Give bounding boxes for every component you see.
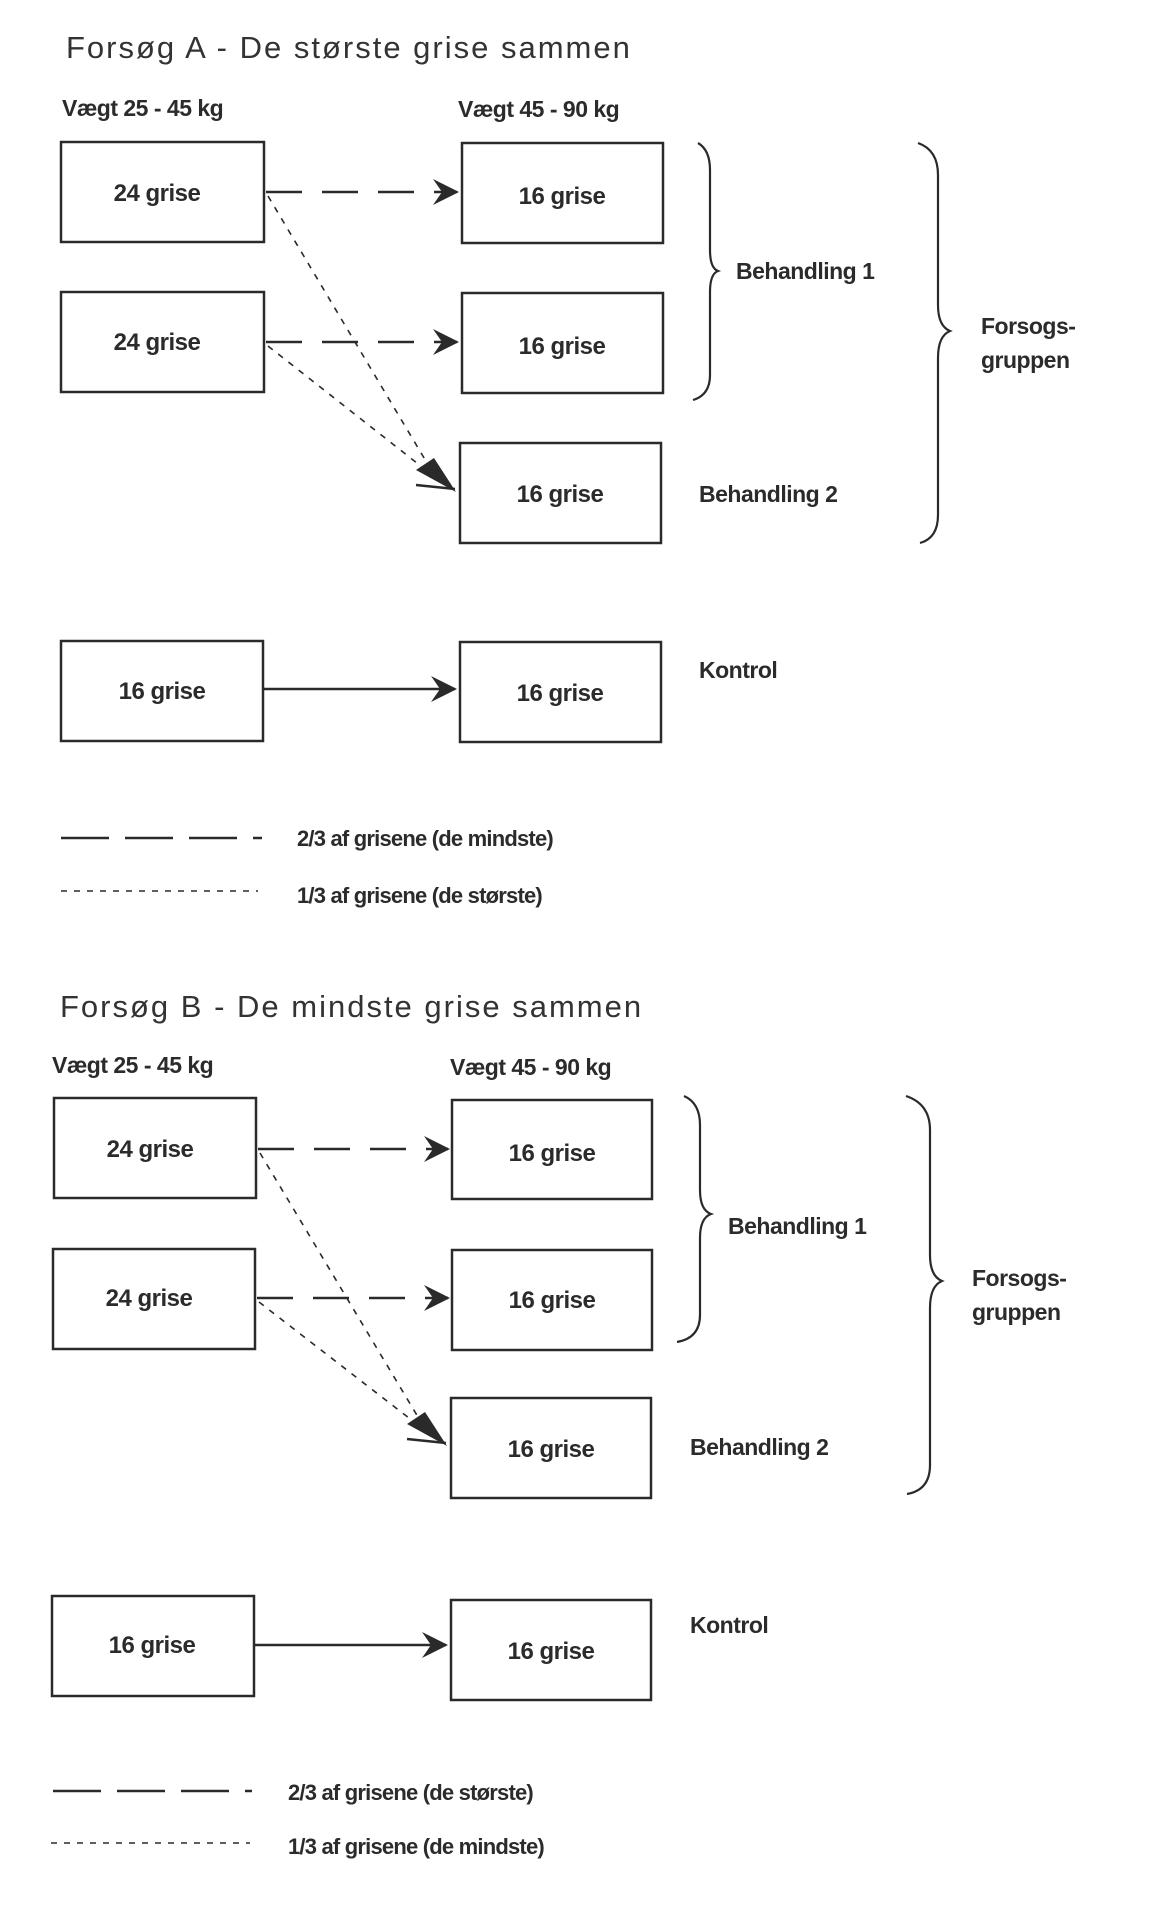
label-treatment-1: Behandling 1: [728, 1213, 867, 1239]
section-b-legend: 2/3 af grisene (de største) 1/3 af grise…: [51, 1780, 545, 1859]
legend-dashed-text: 2/3 af grisene (de største): [288, 1780, 533, 1805]
section-b-target-box-3: 16 grise: [449, 1396, 653, 1500]
section-b-header-right: Vægt 45 - 90 kg: [450, 1054, 611, 1080]
box-label: 16 grise: [109, 1632, 196, 1659]
section-a-target-box-3: 16 grise: [458, 441, 663, 545]
label-group-line2: gruppen: [981, 347, 1070, 373]
section-a-source-box-2: 24 grise: [59, 290, 266, 394]
box-label: 24 grise: [106, 1285, 193, 1312]
box-label: 16 grise: [509, 1140, 596, 1167]
legend-dotted-text: 1/3 af grisene (de mindste): [288, 1834, 544, 1859]
arrowhead: [416, 458, 456, 492]
brace-experiment-group: [917, 141, 953, 545]
box-label: 24 grise: [114, 180, 201, 207]
section-a-legend: 2/3 af grisene (de mindste) 1/3 af grise…: [61, 826, 554, 908]
section-a-target-box-2: 16 grise: [460, 291, 665, 395]
label-treatment-2: Behandling 2: [690, 1434, 828, 1460]
section-a-control-source-box: 16 grise: [59, 639, 265, 743]
section-a-header-left: Vægt 25 - 45 kg: [62, 95, 223, 121]
section-b-header-left: Vægt 25 - 45 kg: [52, 1052, 213, 1078]
box-label: 24 grise: [114, 329, 201, 356]
arrowhead-tail: [406, 1437, 447, 1445]
box-label: 16 grise: [519, 333, 606, 360]
section-a-control-target-box: 16 grise: [458, 640, 663, 744]
box-label: 16 grise: [517, 481, 604, 508]
label-group-line1: Forsogs-: [981, 313, 1075, 339]
dotted-arrow-line: [259, 1152, 428, 1433]
box-label: 24 grise: [107, 1136, 194, 1163]
label-control: Kontrol: [690, 1612, 768, 1638]
label-treatment-1: Behandling 1: [736, 258, 875, 284]
dotted-arrow-line: [267, 195, 437, 479]
section-b: Forsøg B - De mindste grise sammen Vægt …: [50, 989, 1067, 1859]
section-b-source-box-2: 24 grise: [51, 1247, 257, 1351]
brace-treatment-1: [676, 1094, 715, 1344]
box-label: 16 grise: [509, 1287, 596, 1314]
dotted-arrow-line: [258, 1301, 428, 1433]
section-a-source-box-1: 24 grise: [59, 140, 266, 244]
box-label: 16 grise: [519, 183, 606, 210]
label-control: Kontrol: [699, 657, 777, 683]
section-a-title: Forsøg A - De største grise sammen: [66, 30, 632, 65]
arrowhead: [407, 1412, 447, 1446]
section-b-title: Forsøg B - De mindste grise sammen: [60, 989, 643, 1024]
box-label: 16 grise: [517, 680, 604, 707]
legend-dashed-text: 2/3 af grisene (de mindste): [297, 826, 553, 851]
section-b-source-box-1: 24 grise: [52, 1096, 258, 1200]
section-a: Forsøg A - De største grise sammen Vægt …: [59, 30, 1076, 908]
label-treatment-2: Behandling 2: [699, 481, 837, 507]
section-b-control-target-box: 16 grise: [449, 1598, 653, 1702]
label-group-line1: Forsogs-: [972, 1265, 1066, 1291]
section-b-control-source-box: 16 grise: [50, 1594, 256, 1698]
box-label: 16 grise: [508, 1638, 595, 1665]
brace-treatment-1: [692, 142, 722, 402]
arrowhead-tail: [415, 483, 456, 491]
box-label: 16 grise: [119, 678, 206, 705]
legend-dotted-text: 1/3 af grisene (de største): [297, 883, 542, 908]
label-group-line2: gruppen: [972, 1299, 1061, 1325]
section-b-target-box-2: 16 grise: [450, 1248, 654, 1352]
dotted-arrow-line: [267, 345, 437, 479]
brace-experiment-group: [905, 1094, 945, 1496]
section-b-target-box-1: 16 grise: [450, 1098, 654, 1201]
section-a-target-box-1: 16 grise: [460, 141, 665, 245]
section-a-header-right: Vægt 45 - 90 kg: [458, 96, 619, 122]
box-label: 16 grise: [508, 1436, 595, 1463]
